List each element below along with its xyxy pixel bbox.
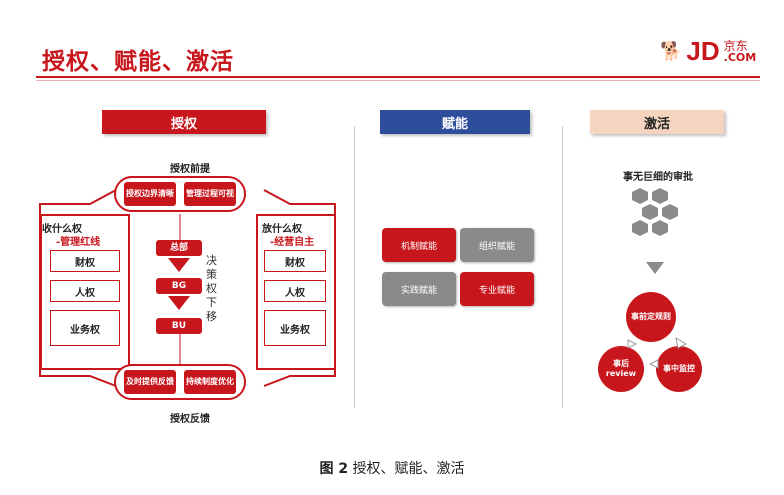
logo-com: .COM bbox=[723, 51, 757, 64]
figure-text: 授权、赋能、激活 bbox=[352, 461, 465, 477]
right-panel-sub: -经营自主 bbox=[270, 237, 315, 248]
right-item-people: 人权 bbox=[264, 280, 326, 302]
cycle-review: 事后review bbox=[598, 346, 644, 392]
center-hq: 总部 bbox=[156, 240, 202, 256]
hexagon-cluster-icon bbox=[632, 188, 678, 236]
cycle-monitor: 事中监控 bbox=[656, 346, 702, 392]
chip-optimize: 持续制度优化 bbox=[184, 370, 236, 394]
slide-title: 授权、赋能、激活 bbox=[42, 49, 234, 75]
right-panel bbox=[256, 214, 336, 370]
arrow-down-icon bbox=[168, 258, 190, 272]
left-panel bbox=[40, 214, 130, 370]
empower-organization: 组织赋能 bbox=[460, 228, 534, 262]
left-item-finance: 财权 bbox=[50, 250, 120, 272]
auth-feedback-label: 授权反馈 bbox=[170, 414, 210, 425]
logo-cn: 京东 bbox=[723, 39, 748, 53]
chip-feedback: 及时提供反馈 bbox=[124, 370, 176, 394]
figure-number: 图 2 bbox=[319, 461, 349, 477]
dog-mascot-icon: 🐕 bbox=[660, 41, 683, 62]
chip-boundary: 授权边界清晰 bbox=[124, 182, 176, 206]
empower-practice: 实践赋能 bbox=[382, 272, 456, 306]
jd-logo: 🐕 JD 京东 .COM bbox=[660, 36, 756, 67]
figure-caption: 图 2 授权、赋能、激活 bbox=[0, 458, 784, 478]
separator-right bbox=[562, 126, 563, 408]
right-panel-title: 放什么权 bbox=[262, 224, 302, 235]
center-bg: BG bbox=[156, 278, 202, 294]
header-auth: 授权 bbox=[102, 110, 266, 134]
arrow-down-icon bbox=[646, 262, 664, 274]
auth-premise-label: 授权前提 bbox=[170, 164, 210, 175]
logo-jd: JD bbox=[686, 36, 720, 66]
left-panel-title: 收什么权 bbox=[42, 224, 82, 235]
cycle-rules: 事前定规则 bbox=[626, 292, 676, 342]
decision-label: 决策权下移 bbox=[206, 254, 217, 323]
title-divider bbox=[36, 76, 760, 78]
header-activate: 激活 bbox=[590, 110, 724, 134]
right-item-business: 业务权 bbox=[264, 310, 326, 346]
chip-visible: 管理过程可视 bbox=[184, 182, 236, 206]
approval-label: 事无巨细的审批 bbox=[623, 172, 693, 183]
cycle-arrows bbox=[627, 336, 688, 369]
left-item-people: 人权 bbox=[50, 280, 120, 302]
right-item-finance: 财权 bbox=[264, 250, 326, 272]
arrow-down-icon bbox=[168, 296, 190, 310]
title-divider-shadow bbox=[36, 80, 760, 81]
center-bu: BU bbox=[156, 318, 202, 334]
header-empower: 赋能 bbox=[380, 110, 530, 134]
separator-left bbox=[354, 126, 355, 408]
left-panel-sub: -管理红线 bbox=[56, 237, 101, 248]
empower-mechanism: 机制赋能 bbox=[382, 228, 456, 262]
left-item-business: 业务权 bbox=[50, 310, 120, 346]
empower-professional: 专业赋能 bbox=[460, 272, 534, 306]
